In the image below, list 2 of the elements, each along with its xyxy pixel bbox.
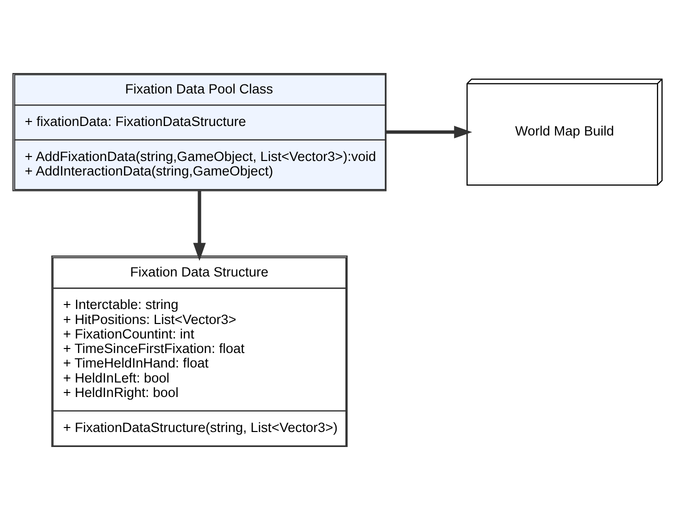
- arrow: [386, 126, 472, 138]
- arrow: [193, 190, 206, 261]
